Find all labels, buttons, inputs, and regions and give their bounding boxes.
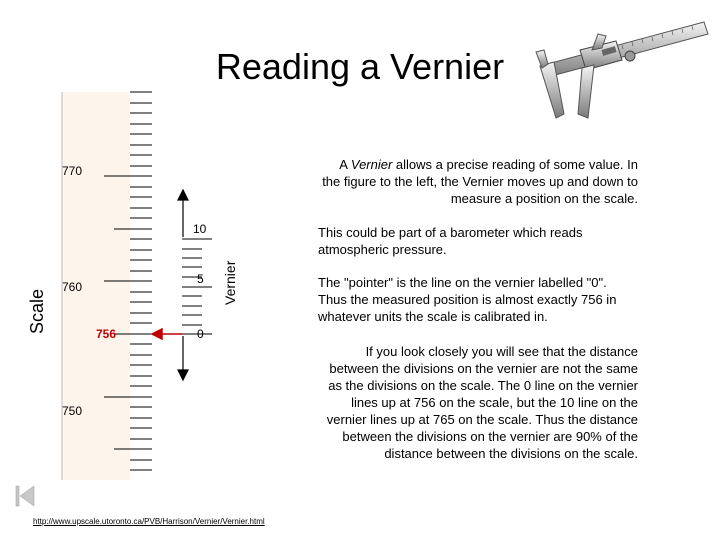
vernier-diagram: 770 760 750 Scale 10 5 0 Vernier 756 (27, 91, 238, 480)
source-link[interactable]: http://www.upscale.utoronto.ca/PVB/Harri… (33, 517, 265, 526)
vernier-ticks (182, 238, 212, 335)
vernier-axis-label: Vernier (222, 260, 238, 305)
scale-label-750: 750 (62, 404, 82, 418)
scale-label-760: 760 (62, 280, 82, 294)
vernier-motion-arrow-down (177, 336, 189, 382)
vernier-caliper-image (535, 21, 709, 119)
paragraph-pointer: The "pointer" is the line on the vernier… (318, 275, 617, 324)
page-title: Reading a Vernier (215, 46, 505, 87)
paragraph-divisions: If you look closely you will see that th… (326, 344, 638, 461)
vernier-label-5: 5 (197, 272, 204, 286)
scale-bar (62, 92, 130, 480)
paragraph-barometer: This could be part of a barometer which … (318, 225, 583, 257)
scale-label-770: 770 (62, 164, 82, 178)
scale-axis-label: Scale (27, 289, 47, 334)
go-to-start-icon[interactable] (14, 484, 36, 508)
vernier-label-10: 10 (193, 222, 207, 236)
vernier-term: Vernier (350, 157, 393, 172)
scale-ticks (104, 91, 152, 471)
pointer-arrow (150, 327, 182, 341)
paragraph-vernier-intro: A Vernier allows a precise reading of so… (322, 157, 638, 206)
vernier-motion-arrow-up (177, 188, 189, 237)
vernier-label-0: 0 (197, 327, 204, 341)
pointer-reading-756: 756 (96, 327, 116, 341)
